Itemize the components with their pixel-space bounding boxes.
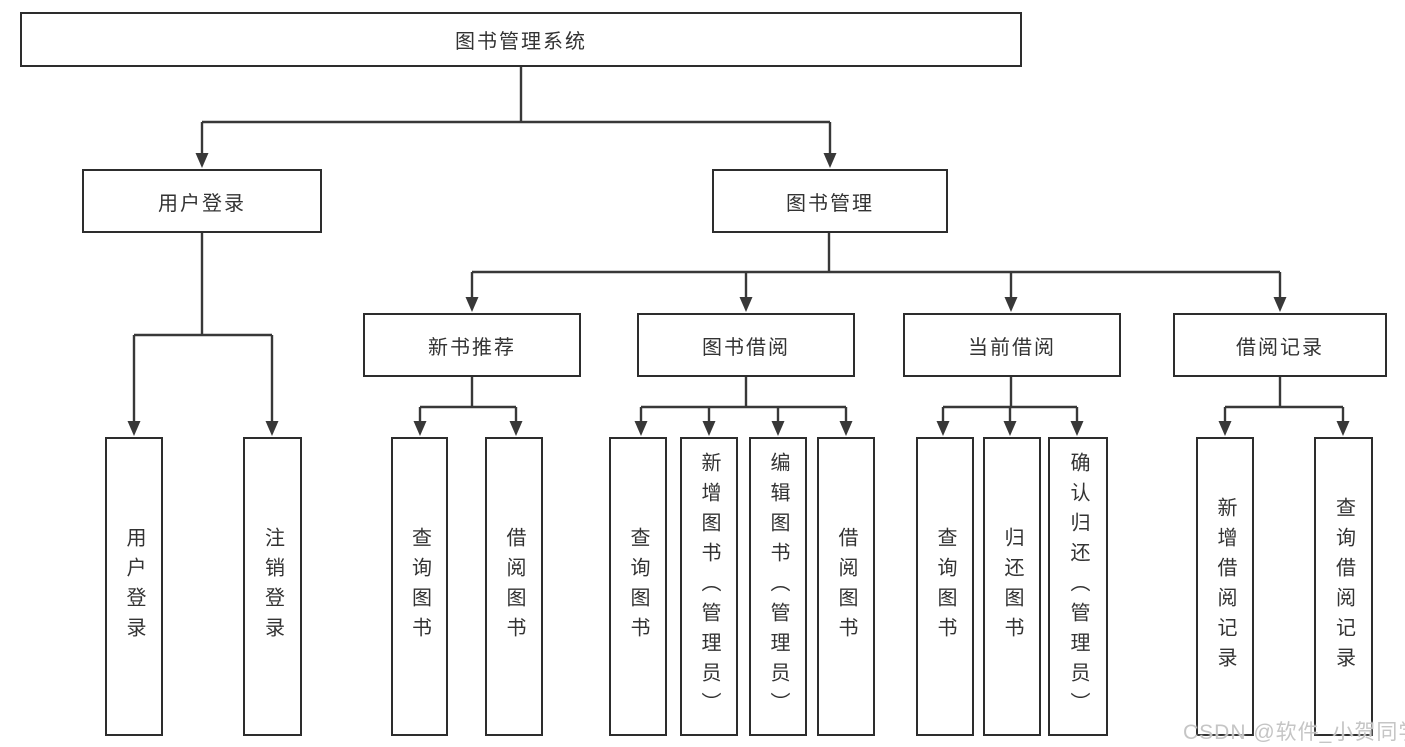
connector-current-borrowing [936, 377, 1084, 436]
leaf-borrow-books-recommend: 借阅图书 [485, 437, 543, 736]
leaf-confirm-return-admin-label: 确认归还（管理员） [1067, 451, 1089, 722]
connector-user-login [127, 233, 279, 436]
leaf-add-books-admin: 新增图书（管理员） [680, 437, 738, 736]
leaf-confirm-return-admin: 确认归还（管理员） [1048, 437, 1108, 736]
leaf-edit-books-admin-label: 编辑图书（管理员） [767, 451, 789, 722]
node-borrowing-records-label: 借阅记录 [1236, 336, 1324, 359]
leaf-return-books: 归还图书 [983, 437, 1041, 736]
connector-book-management [465, 233, 1287, 312]
node-current-borrowing-label: 当前借阅 [968, 336, 1056, 359]
connector-book-borrowing [634, 377, 853, 436]
node-book-borrowing-label: 图书借阅 [702, 336, 790, 359]
leaf-query-books-current: 查询图书 [916, 437, 974, 736]
leaf-add-books-admin-label: 新增图书（管理员） [698, 451, 720, 722]
leaf-add-borrow-record-label: 新增借阅记录 [1214, 496, 1236, 677]
leaf-query-books-borrowing-label: 查询图书 [627, 526, 649, 647]
node-book-borrowing: 图书借阅 [637, 313, 855, 377]
leaf-query-books-borrowing: 查询图书 [609, 437, 667, 736]
node-new-book-recommendation-label: 新书推荐 [428, 336, 516, 359]
connector-root [195, 67, 837, 168]
leaf-user-login-label: 用户登录 [123, 526, 145, 647]
leaf-user-login: 用户登录 [105, 437, 163, 736]
leaf-borrow-books-recommend-label: 借阅图书 [503, 526, 525, 647]
leaf-query-borrow-record: 查询借阅记录 [1314, 437, 1373, 736]
connector-borrowing-records [1218, 377, 1350, 436]
leaf-logout: 注销登录 [243, 437, 302, 736]
leaf-query-borrow-record-label: 查询借阅记录 [1332, 496, 1355, 677]
leaf-query-books-recommend-label: 查询图书 [408, 526, 431, 647]
node-library-system-label: 图书管理系统 [455, 31, 587, 53]
leaf-add-borrow-record: 新增借阅记录 [1196, 437, 1254, 736]
leaf-return-books-label: 归还图书 [1001, 526, 1023, 647]
leaf-logout-label: 注销登录 [261, 526, 284, 647]
leaf-borrow-books: 借阅图书 [817, 437, 875, 736]
node-current-borrowing: 当前借阅 [903, 313, 1121, 377]
node-book-management: 图书管理 [712, 169, 948, 233]
leaf-borrow-books-label: 借阅图书 [835, 526, 857, 647]
leaf-query-books-recommend: 查询图书 [391, 437, 448, 736]
node-user-login: 用户登录 [82, 169, 322, 233]
node-new-book-recommendation: 新书推荐 [363, 313, 581, 377]
node-borrowing-records: 借阅记录 [1173, 313, 1387, 377]
node-book-management-label: 图书管理 [786, 192, 874, 215]
connector-new-book-recommendation [413, 377, 523, 436]
node-library-system: 图书管理系统 [20, 12, 1022, 67]
leaf-query-books-current-label: 查询图书 [934, 526, 956, 647]
node-user-login-label: 用户登录 [158, 192, 246, 215]
leaf-edit-books-admin: 编辑图书（管理员） [749, 437, 807, 736]
